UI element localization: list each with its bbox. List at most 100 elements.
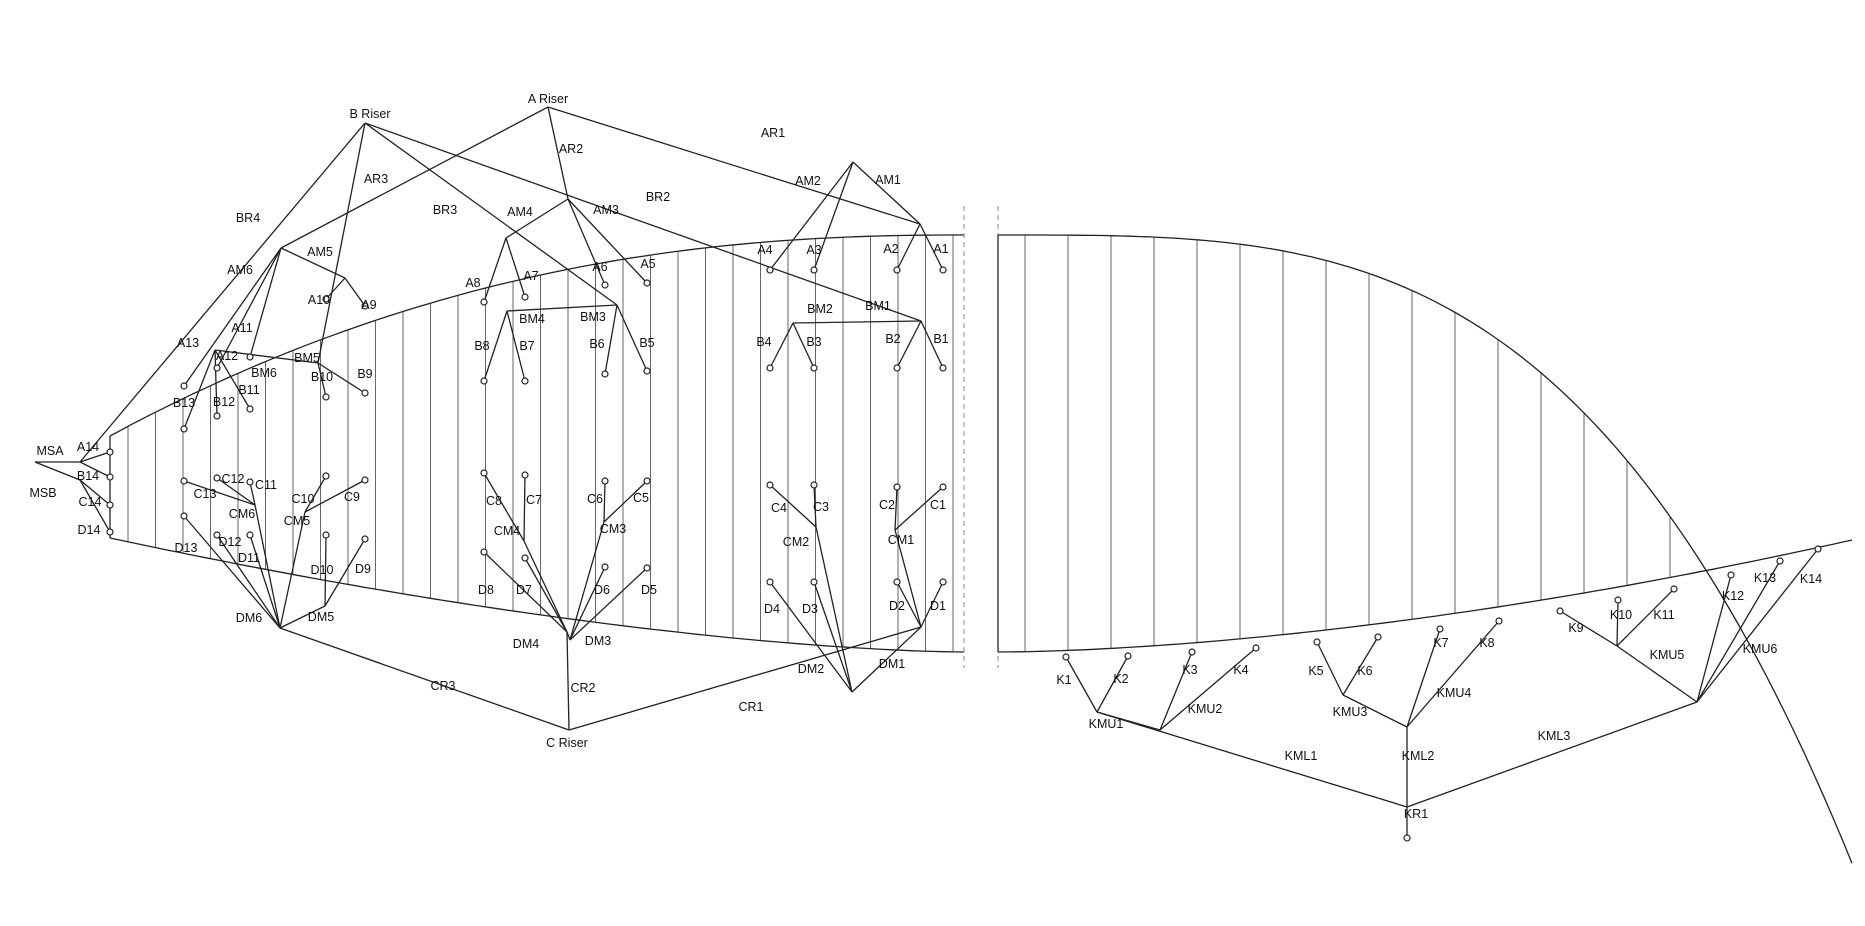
label-d2: D2 (889, 599, 905, 613)
line-cr-dm4 (566, 631, 570, 731)
label-d8: D8 (478, 583, 494, 597)
attachment-point-a3 (810, 266, 818, 274)
attachment-point-b2 (893, 364, 901, 372)
line-am3-a5 (567, 198, 648, 284)
label-kmu6: KMU6 (1743, 642, 1778, 656)
label-cm2: CM2 (783, 535, 809, 549)
attachment-point-b7 (521, 377, 529, 385)
label-b14: B14 (77, 469, 99, 483)
attachment-point-b6 (601, 370, 609, 378)
attachment-point-a10 (322, 295, 330, 303)
label-kmu4: KMU4 (1437, 686, 1472, 700)
attachment-point-c14 (106, 501, 114, 509)
label-c10: C10 (292, 492, 315, 506)
attachment-point-b5 (643, 367, 651, 375)
label-bm3: BM3 (580, 310, 606, 324)
line-dm2-d4 (769, 581, 853, 693)
line-am4-a7 (505, 237, 526, 298)
attachment-point-k2 (1124, 652, 1132, 660)
attachment-point-d8 (480, 548, 488, 556)
label-c3: C3 (813, 500, 829, 514)
label-k1: K1 (1056, 673, 1071, 687)
attachment-point-c1 (939, 483, 947, 491)
line-cm6-c11 (249, 481, 256, 506)
line-dm6-dm5 (279, 605, 326, 629)
attachment-point-k3 (1188, 648, 1196, 656)
label-d5: D5 (641, 583, 657, 597)
attachment-point-d12 (213, 531, 221, 539)
label-k11: K11 (1653, 608, 1674, 622)
attachment-point-a5 (643, 279, 651, 287)
line-bm4-b8 (483, 310, 508, 382)
label-k5: K5 (1308, 664, 1323, 678)
label-c1: C1 (930, 498, 946, 512)
line-cm2-c3 (813, 484, 817, 528)
attachment-point-a13 (180, 382, 188, 390)
line-am6-am5 (280, 247, 346, 279)
line-kmu4-k7 (1406, 628, 1441, 728)
line-bm1-b2 (896, 320, 922, 369)
label-d11: D11 (238, 551, 260, 565)
attachment-point-k11 (1670, 585, 1678, 593)
label-a10: A10 (308, 293, 330, 307)
line-dm3-d6 (569, 566, 606, 641)
line-cm3-c5 (603, 480, 648, 523)
label-cm5: CM5 (284, 514, 310, 528)
attachment-point-c2 (893, 483, 901, 491)
label-b5: B5 (639, 336, 654, 350)
label-a1: A1 (933, 242, 948, 256)
attachment-point-b11 (246, 405, 254, 413)
label-dm4: DM4 (513, 637, 539, 651)
attachment-point-d6 (601, 563, 609, 571)
label-c7: C7 (526, 493, 542, 507)
label-a7: A7 (523, 269, 538, 283)
attachment-point-k6 (1374, 633, 1382, 641)
label-kmu2: KMU2 (1188, 702, 1223, 716)
attachment-point-b4 (766, 364, 774, 372)
line-kmu4-kmu3 (1342, 694, 1408, 728)
label-kmu1: KMU1 (1089, 717, 1124, 731)
line-kmu6-k12 (1696, 574, 1732, 703)
line-dm1-d2 (896, 581, 922, 628)
line-msb-d14 (79, 479, 111, 533)
line-bm3-b6 (604, 304, 618, 375)
label-b7: B7 (519, 339, 534, 353)
label-am6: AM6 (227, 263, 253, 277)
attachment-point-d9 (361, 535, 369, 543)
label-a3: A3 (806, 243, 821, 257)
label-a2: A2 (883, 242, 898, 256)
attachment-point-k10 (1614, 596, 1622, 604)
label-kml1: KML1 (1285, 749, 1318, 763)
attachment-point-a9 (361, 302, 369, 310)
attachment-point-d14 (106, 528, 114, 536)
label-dm6: DM6 (236, 611, 262, 625)
line-kmu1-k1 (1065, 656, 1098, 713)
label-msa: MSA (36, 444, 64, 458)
line-cm4-c7 (523, 474, 526, 542)
label-bm5: BM5 (294, 351, 320, 365)
attachment-point-a11 (246, 353, 254, 361)
label-am2: AM2 (795, 174, 821, 188)
line-dm1-d1 (920, 581, 944, 628)
label-kml3: KML3 (1538, 729, 1571, 743)
attachment-point-a12 (213, 364, 221, 372)
line-am1-a1 (919, 223, 944, 271)
attachment-point-k14 (1814, 545, 1822, 553)
line-dm6-d12 (216, 534, 281, 629)
label-am1: AM1 (875, 173, 901, 187)
label-c9: C9 (344, 490, 360, 504)
label-a4: A4 (757, 243, 772, 257)
line-am6-a11 (249, 247, 282, 358)
line-dm4-d8 (483, 551, 568, 633)
label-b12: B12 (213, 395, 235, 409)
label-cr3: CR3 (430, 679, 455, 693)
line-am5-a10 (325, 277, 346, 300)
line-dm2-d3 (813, 581, 853, 693)
line-dm4-d7 (524, 557, 568, 633)
label-kml2: KML2 (1402, 749, 1435, 763)
line-bm3-b5 (616, 304, 648, 372)
line-kmu3-k6 (1342, 636, 1379, 696)
label-d6: D6 (594, 583, 610, 597)
line-dm1-cm1 (894, 529, 922, 628)
